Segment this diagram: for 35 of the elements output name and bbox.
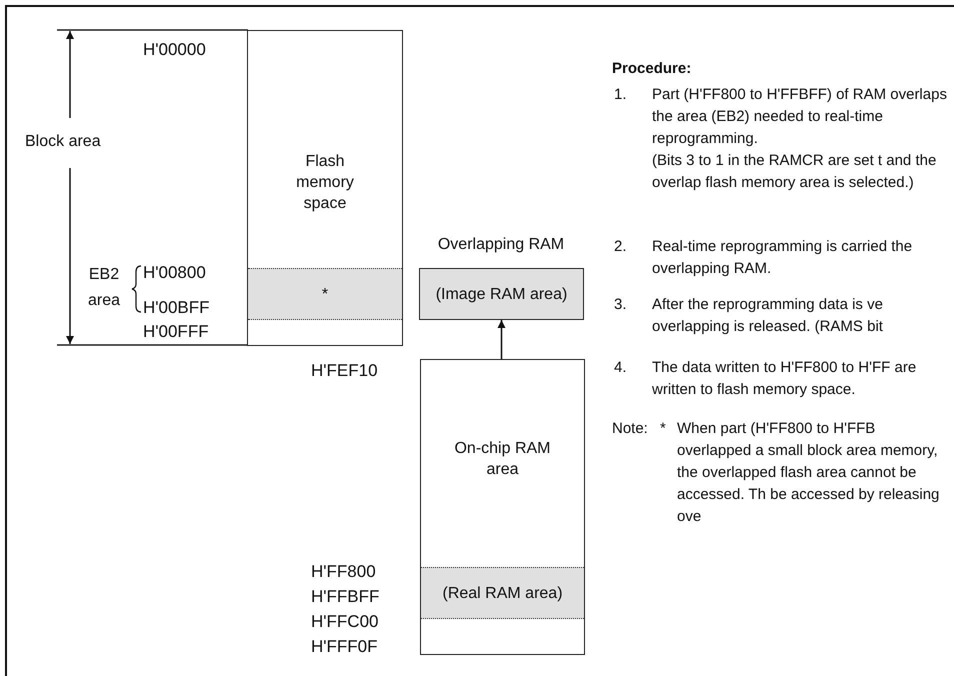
memory-block <box>420 359 585 655</box>
step-number: 3. <box>614 295 627 315</box>
step-text: Part (H'FF800 to H'FFBFF) of RAM overlaps the area (EB2) needed to real-time reprogramming. <box>652 85 948 149</box>
note-text: When part (H'FF800 to H'FFB overlapped a small block area memory, the overlapped flash area cannot be accessed. Th be accessed by releasing ove <box>677 419 940 527</box>
area-label: EB2 area <box>86 265 122 311</box>
block-label: (Real RAM area) <box>442 584 563 604</box>
address-label: H'00BFF <box>143 298 210 318</box>
address-label: H'00800 <box>143 263 206 283</box>
step-number: 2. <box>614 237 627 257</box>
heading: Procedure: <box>612 59 692 79</box>
shaded-region <box>421 567 584 619</box>
address-label: H'FFF0F <box>311 637 378 657</box>
address-label: H'00FFF <box>143 322 209 342</box>
footnote-mark: * <box>660 419 666 439</box>
block-label: On-chip RAM area <box>453 439 552 480</box>
step-text: Real-time reprogramming is carried the overlapping RAM. <box>652 237 914 279</box>
step-number: 1. <box>614 85 627 105</box>
arrow <box>498 320 506 359</box>
address-label: H'FEF10 <box>311 361 378 381</box>
note-label: Note: <box>612 419 648 439</box>
step-text: The data written to H'FF800 to H'FF are written to flash memory space. <box>652 358 918 400</box>
shaded-region <box>248 268 402 320</box>
block-heading: Overlapping RAM <box>436 235 566 255</box>
step-number: 4. <box>614 358 627 378</box>
step-note: (Bits 3 to 1 in the RAMCR are set t and the overlap flash memory area is selected.) <box>652 151 938 193</box>
address-label: H'FFBFF <box>311 587 380 607</box>
address-label: H'00000 <box>143 40 206 60</box>
block-label: Flash memory space <box>295 152 355 214</box>
area-label: Block area <box>25 132 101 152</box>
address-label: H'FFC00 <box>311 612 378 632</box>
memory-block <box>247 30 403 346</box>
address-label: H'FF800 <box>311 562 376 582</box>
step-text: After the reprogramming data is ve overlapping is released. (RAMS bit <box>652 295 884 337</box>
block-label: (Image RAM area) <box>436 284 568 304</box>
block-label: * <box>322 284 328 304</box>
